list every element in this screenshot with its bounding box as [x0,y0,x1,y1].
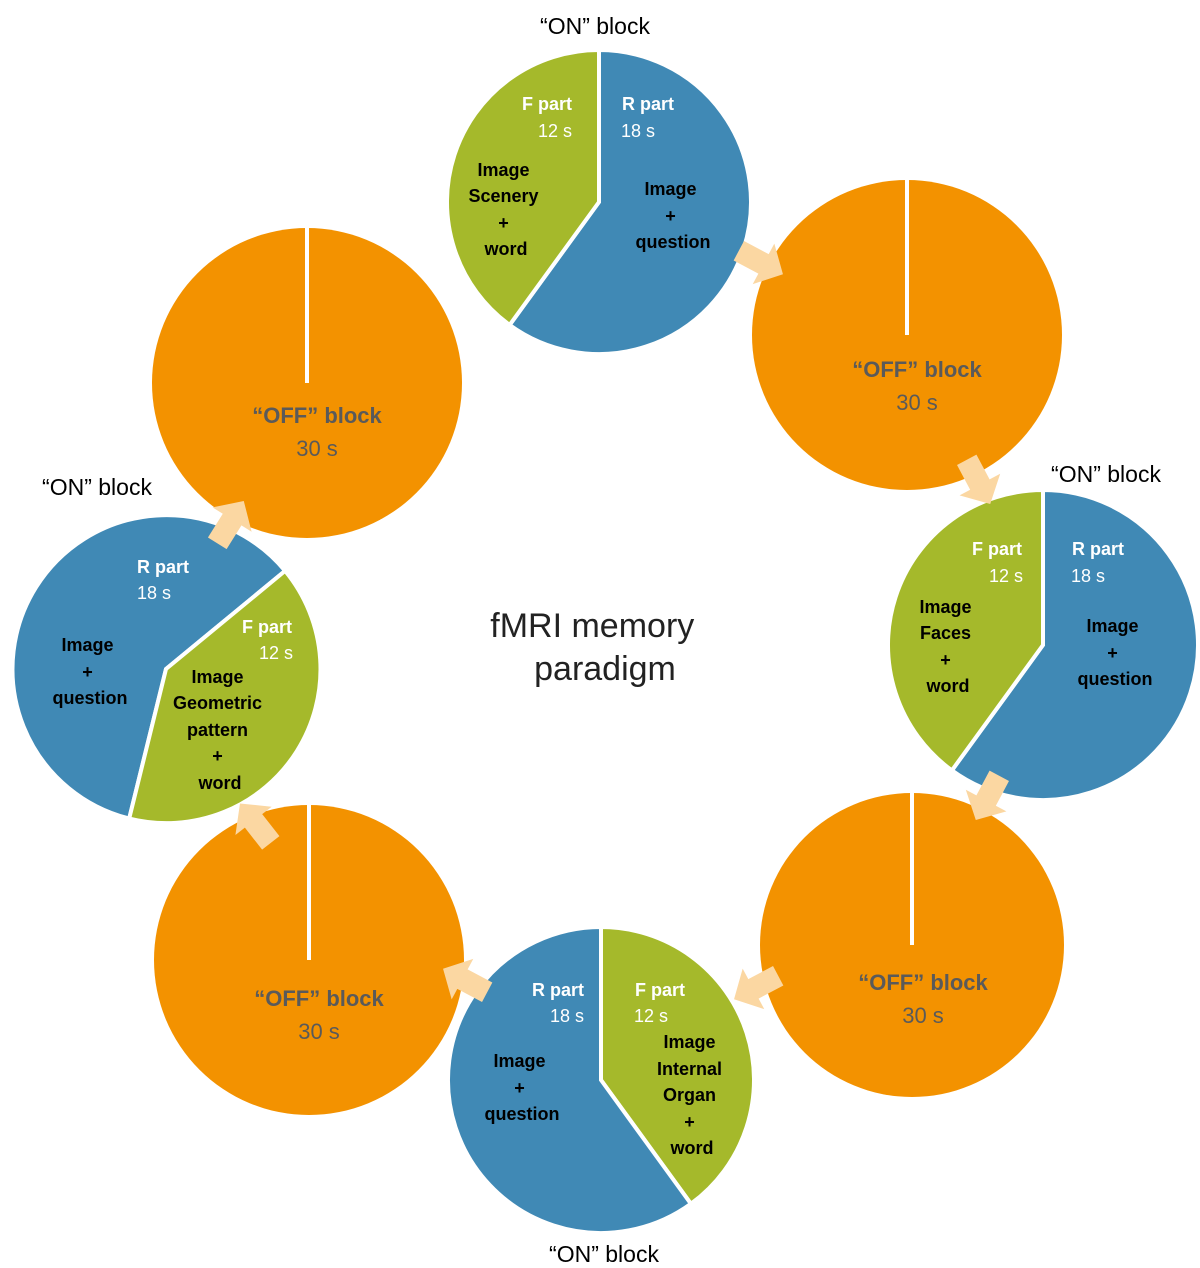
r-part-time: 18 s [1071,566,1105,586]
r-part-content: Image + question [485,1051,560,1124]
r-part-content: Image + question [636,179,711,252]
r-part-head: R part [137,557,189,577]
f-part-slice [445,47,601,328]
on-block-3: “ON” block R part 18 s Image + question … [446,924,756,1267]
off-block-time: 30 s [298,1019,340,1044]
off-block-4: “OFF” block 30 s [152,228,462,538]
on-block-label: “ON” block [1051,461,1161,487]
r-part-head: R part [1072,539,1124,559]
r-part-content: Image + question [1078,616,1153,689]
on-block-label: “ON” block [42,474,152,500]
f-part-time: 12 s [989,566,1023,586]
f-part-head: F part [635,980,685,1000]
off-block-head: “OFF” block [252,403,382,428]
off-block-head: “OFF” block [858,970,988,995]
f-part-head: F part [242,617,292,637]
off-block-2: “OFF” block 30 s [760,793,1064,1097]
f-part-slice [599,924,756,1207]
f-part-time: 12 s [634,1006,668,1026]
r-part-time: 18 s [137,583,171,603]
off-block-time: 30 s [296,436,338,461]
on-block-label: “ON” block [549,1241,659,1267]
arrow-on4-to-off4 [207,500,252,550]
r-part-slice [446,924,694,1235]
on-block-4: “ON” block R part 18 s Image + question … [10,474,323,826]
arrow-off2-to-on3 [734,966,784,1010]
on-block-2: “ON” block F part 12 s Image Faces + wor… [886,461,1200,802]
on-block-label: “ON” block [540,13,650,39]
arrow-on1-to-off1 [733,241,783,285]
f-part-head: F part [972,539,1022,559]
f-part-content: Image Geometric pattern + word [173,667,267,793]
arrow-off1-to-on2 [957,454,1001,504]
f-part-time: 12 s [538,121,572,141]
arrow-on2-to-off2 [965,770,1009,820]
r-part-time: 18 s [621,121,655,141]
off-block-time: 30 s [896,390,938,415]
on-block-1: “ON” block F part 12 s Image Scenery + w… [445,13,753,356]
r-part-head: R part [532,980,584,1000]
f-part-content: Image Internal Organ + word [657,1032,727,1158]
f-part-slice [126,568,323,826]
arrow-on3-to-off3 [443,958,493,1002]
r-part-content: Image + question [53,635,128,708]
off-block-1: “OFF” block 30 s [752,180,1062,490]
diagram-title: fMRI memory paradigm [490,607,703,688]
f-part-content: Image Faces + word [919,597,976,696]
r-part-time: 18 s [550,1006,584,1026]
r-part-head: R part [622,94,674,114]
arrow-off3-to-on4 [235,803,280,850]
off-block-head: “OFF” block [852,357,982,382]
off-block-head: “OFF” block [254,986,384,1011]
f-part-head: F part [522,94,572,114]
f-part-content: Image Scenery + word [468,160,543,259]
f-part-time: 12 s [259,643,293,663]
off-block-time: 30 s [902,1003,944,1028]
off-block-3: “OFF” block 30 s [154,805,464,1115]
cycle-arrows [207,241,1009,1010]
f-part-slice [886,487,1045,774]
r-part-slice [949,487,1200,802]
